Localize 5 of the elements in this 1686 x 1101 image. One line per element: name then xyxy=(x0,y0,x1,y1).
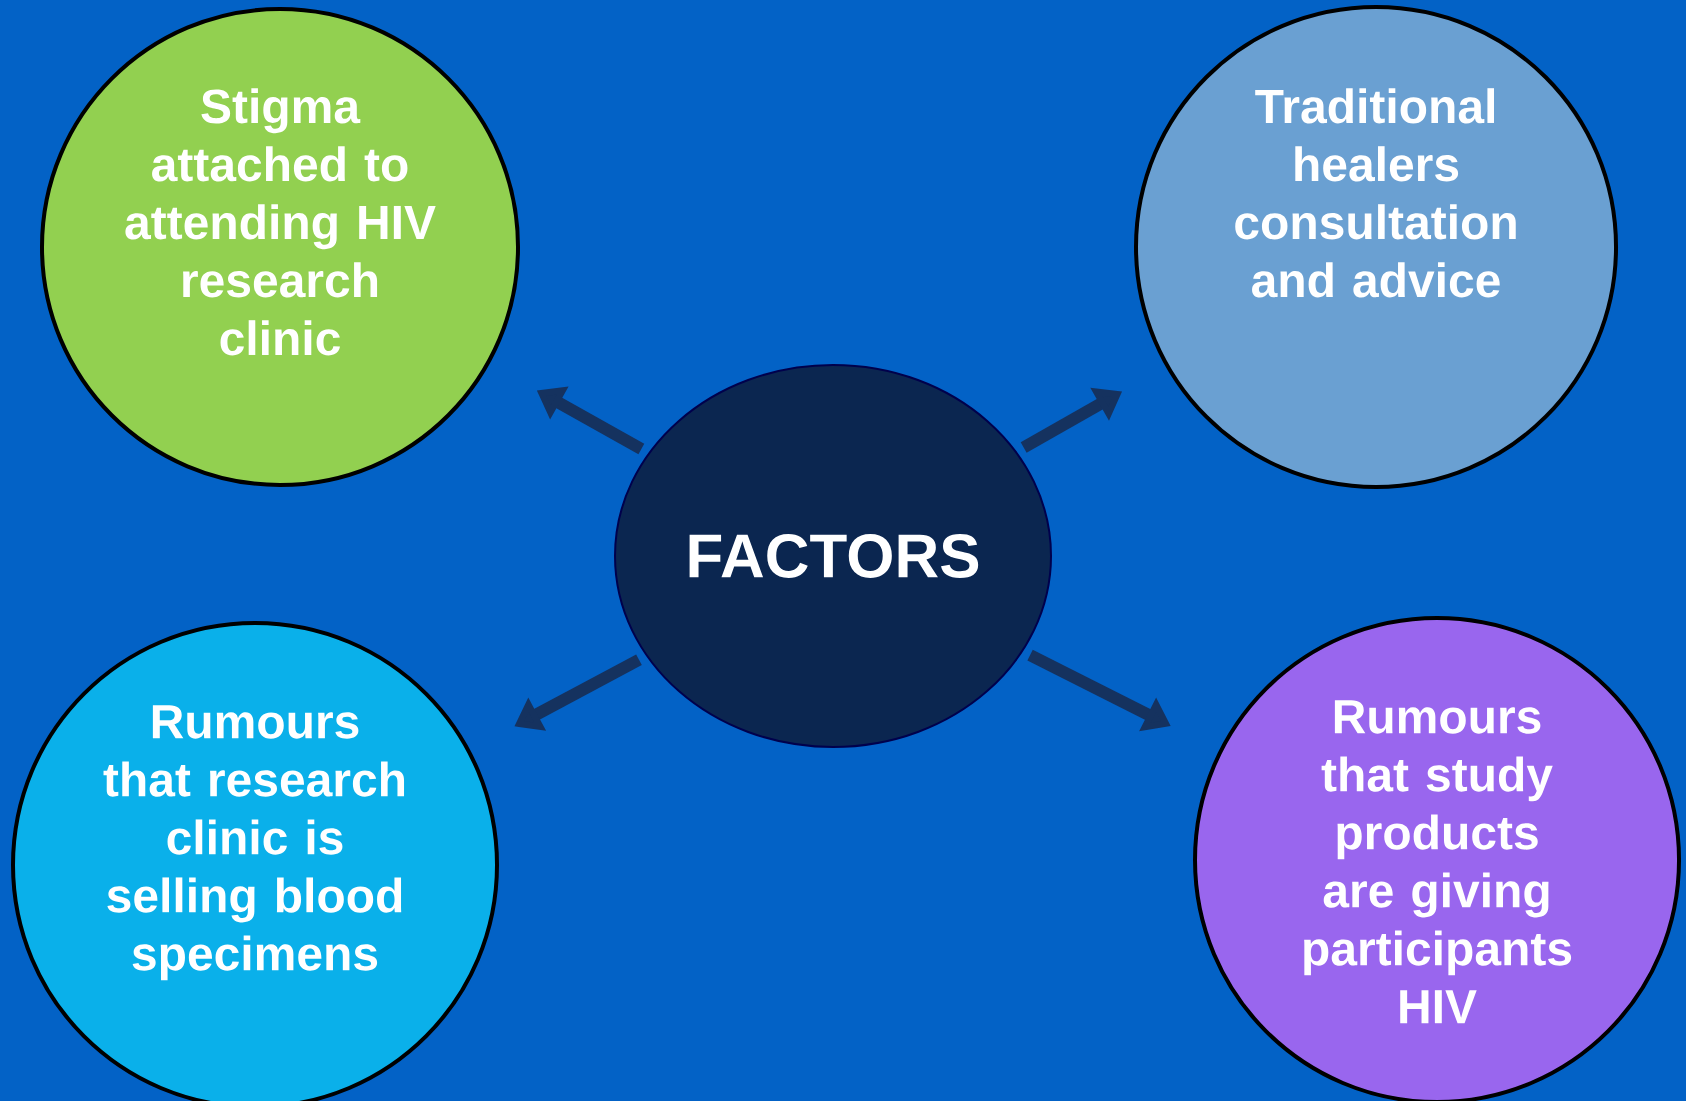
ellipse-node: FACTORS xyxy=(614,364,1052,748)
circle-node: Rumours that research clinic is selling blood specimens xyxy=(11,621,499,1101)
circle-node: Stigma attached to attending HIV research clinic xyxy=(40,7,520,487)
circle-node: Rumours that study products are giving participants HIV xyxy=(1193,616,1681,1101)
circle-node: Traditional healers consultation and advice xyxy=(1134,5,1618,489)
